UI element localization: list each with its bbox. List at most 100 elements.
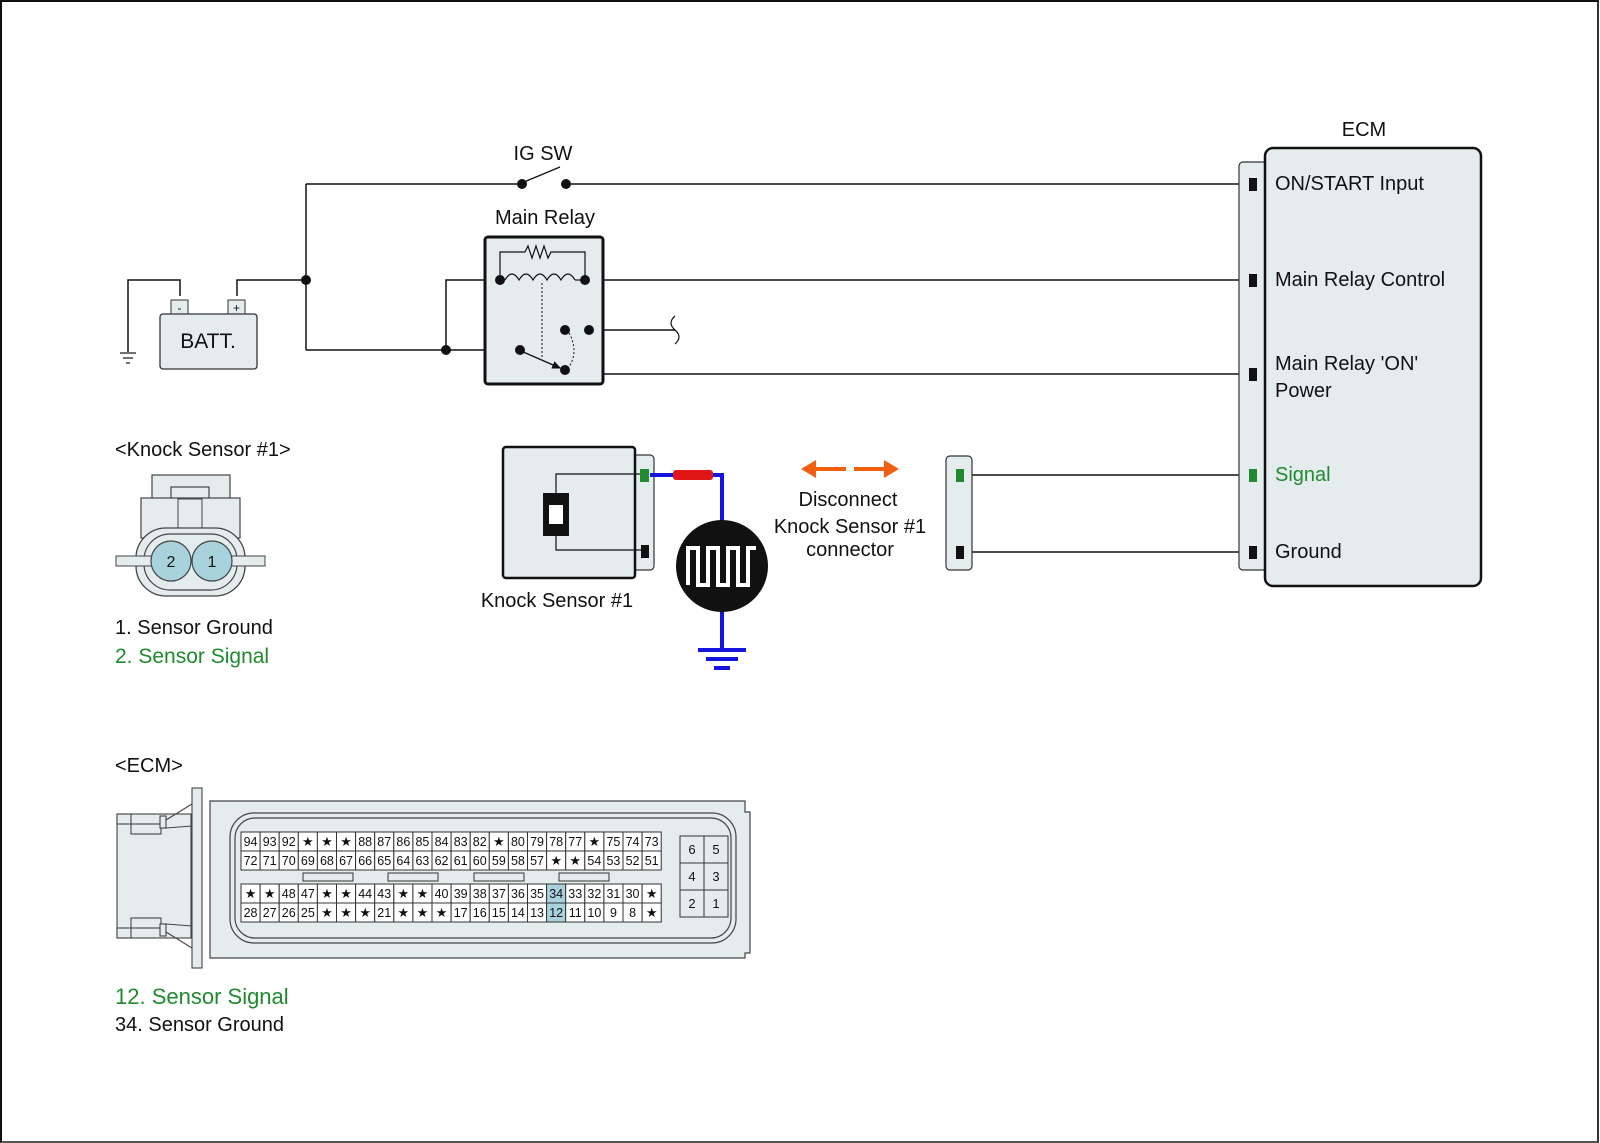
ecm-pin-label-ground: Ground xyxy=(1275,541,1342,563)
coil-feed-wire xyxy=(445,279,500,350)
ig-switch: IG SW xyxy=(514,143,573,189)
ig-switch-label: IG SW xyxy=(514,143,573,165)
ecm-pin-cell: 58 xyxy=(507,850,528,871)
ecm-aux-pin-cell: 6 xyxy=(679,835,705,864)
ecm-legend-34: 34. Sensor Ground xyxy=(115,1014,284,1036)
ecm-pin-number: ★ xyxy=(245,886,257,901)
ecm-pin-number: ★ xyxy=(589,834,601,849)
ecm-pin-number: 11 xyxy=(569,906,582,920)
ecm-pin-cell: 9 xyxy=(603,902,624,923)
ecm-pin-cell: 35 xyxy=(527,883,548,904)
ecm-pin-cell: 54 xyxy=(584,850,605,871)
ecm-pin-number: 9 xyxy=(610,906,617,920)
ecm-pin-cell: ★ xyxy=(393,902,414,923)
ecm-pin-cell: 88 xyxy=(355,831,376,852)
knock-legend-1: 1. Sensor Ground xyxy=(115,617,273,639)
ecm-pin-cell: 84 xyxy=(431,831,452,852)
disconnect-note-line1: Disconnect xyxy=(799,489,898,511)
ecm-pin-cell: 59 xyxy=(488,850,509,871)
ecm-pin-number: 80 xyxy=(511,835,525,849)
ecm-pin-number: 67 xyxy=(339,854,353,868)
ecm-pin-number: 40 xyxy=(435,887,449,901)
ecm-pin-number: ★ xyxy=(359,905,371,920)
ecm-pin-number: 93 xyxy=(263,835,277,849)
ecm-pin-cell: ★ xyxy=(546,850,567,871)
ecm-pin-number: ★ xyxy=(340,886,352,901)
ecm-pin-cell: 82 xyxy=(469,831,490,852)
ecm-pin-number: 48 xyxy=(282,887,296,901)
ecm-pin-number: 30 xyxy=(626,887,640,901)
ecm-pin-cell: ★ xyxy=(584,831,605,852)
ecm-pin-number: ★ xyxy=(646,886,658,901)
ecm-pin-cell: 13 xyxy=(527,902,548,923)
battery-positive-label: + xyxy=(233,301,240,315)
ecm-pin-number: 59 xyxy=(492,854,506,868)
ecm-pin-cell: 67 xyxy=(336,850,357,871)
ecm-pin-cell: 71 xyxy=(259,850,280,871)
ecm-pin-cell: 85 xyxy=(412,831,433,852)
ecm-pin-cell: 64 xyxy=(393,850,414,871)
ecm-pin-number: ★ xyxy=(264,886,276,901)
ecm-pin-number: 92 xyxy=(282,835,296,849)
ecm-pin-label-main-relay-on: Main Relay 'ON' xyxy=(1275,353,1418,375)
ecm-pin-number: ★ xyxy=(321,886,333,901)
ecm-pin-number: 57 xyxy=(530,854,544,868)
battery-positive-wire xyxy=(236,279,306,296)
ecm-pin-cell: 61 xyxy=(450,850,471,871)
ecm-pin-cell: 87 xyxy=(374,831,395,852)
ecm-pin-cell: 47 xyxy=(297,883,318,904)
ecm-pin-number: ★ xyxy=(302,834,314,849)
relay-coil-icon xyxy=(504,273,576,282)
ecm-aux-pin-cell: 3 xyxy=(703,862,729,891)
ecm-pin-cell: 94 xyxy=(240,831,261,852)
ecm-pin-number: 39 xyxy=(454,887,468,901)
ecm-pin-cell: ★ xyxy=(355,902,376,923)
ecm-pin-cell: ★ xyxy=(336,831,357,852)
ecm-pin-number: 73 xyxy=(645,835,659,849)
ecm-pin-cell: 80 xyxy=(507,831,528,852)
ecm-pin-cell: 44 xyxy=(355,883,376,904)
ecm-pin-number: 70 xyxy=(282,854,296,868)
ecm-pin-cell: 10 xyxy=(584,902,605,923)
ecm-pin-number: 10 xyxy=(587,906,601,920)
ecm-pin-cell: 69 xyxy=(297,850,318,871)
knock-connector-pin-2 xyxy=(150,540,192,582)
ecm-pin-number: 60 xyxy=(473,854,487,868)
ecm-pin-number: 71 xyxy=(263,854,277,868)
ecm-pin-number: 78 xyxy=(549,835,563,849)
ecm-pin-cell: ★ xyxy=(641,883,662,904)
ecm-pin-number: 37 xyxy=(492,887,506,901)
ecm-pin-number: ★ xyxy=(398,905,410,920)
knock-sensor-pin-ground xyxy=(641,545,649,558)
ecm-pin-number: 32 xyxy=(587,887,601,901)
ecm-pin-number: 54 xyxy=(587,854,601,868)
ecm-pin-cell: 30 xyxy=(622,883,643,904)
ecm-pin-cell: 39 xyxy=(450,883,471,904)
disconnect-arrows-icon xyxy=(801,460,899,478)
ecm-pin-cell: 8 xyxy=(622,902,643,923)
pin-number: 1 xyxy=(208,554,217,571)
ecm-pin-number: 38 xyxy=(473,887,487,901)
ecm-pin-cell: 70 xyxy=(278,850,299,871)
ecm-pin-label-power: Power xyxy=(1275,380,1332,402)
ecm-pin-number: 21 xyxy=(377,906,391,920)
wire-break-icon xyxy=(670,315,680,345)
ecm-pin-cell: 28 xyxy=(240,902,261,923)
disconnect-note-line3: connector xyxy=(806,539,894,561)
ecm-pin-cell: ★ xyxy=(240,883,261,904)
ecm-aux-pin-cell: 5 xyxy=(703,835,729,864)
ecm-pin-cell: 74 xyxy=(622,831,643,852)
harness-pin-signal xyxy=(956,469,964,482)
ecm-pin-cell: ★ xyxy=(488,831,509,852)
ecm-pin-number: 17 xyxy=(454,906,468,920)
ecm-pin-label-on-start: ON/START Input xyxy=(1275,173,1424,195)
ecm-pin-cell: 79 xyxy=(527,831,548,852)
ecm-pin-number: 64 xyxy=(396,854,410,868)
ecm-pin-cell: ★ xyxy=(297,831,318,852)
knock-sensor-label: Knock Sensor #1 xyxy=(481,590,633,612)
ecm-pin-cell: 51 xyxy=(641,850,662,871)
ecm-pin-cell: ★ xyxy=(412,883,433,904)
ecm-pin-cell: 52 xyxy=(622,850,643,871)
ecm-pin-number: 26 xyxy=(282,906,296,920)
